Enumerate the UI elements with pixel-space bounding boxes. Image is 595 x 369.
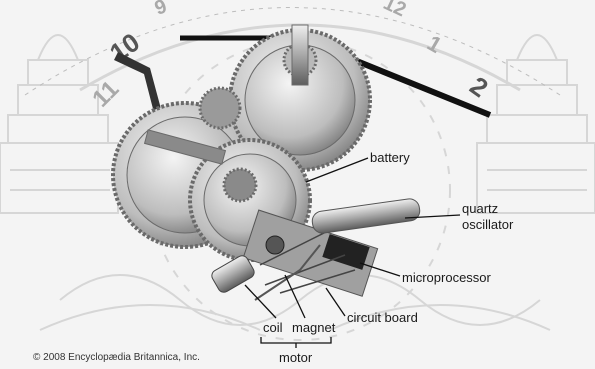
motor-magnet xyxy=(266,236,284,254)
watermark-tower-right xyxy=(477,35,595,213)
label-motor: motor xyxy=(279,350,312,365)
copyright-notice: © 2008 Encyclopædia Britannica, Inc. xyxy=(33,352,200,363)
label-circuit-board: circuit board xyxy=(347,310,418,325)
motor-bracket xyxy=(261,337,331,348)
label-microprocessor: microprocessor xyxy=(402,270,491,285)
quartz-oscillator xyxy=(311,198,421,235)
label-coil: coil xyxy=(263,320,283,335)
label-quartz: quartz xyxy=(462,201,498,216)
small-pinion-1 xyxy=(200,88,240,128)
label-magnet: magnet xyxy=(292,320,335,335)
dial-numeral-9: 9 xyxy=(152,0,170,20)
small-pinion-2 xyxy=(224,169,256,201)
label-battery: battery xyxy=(370,150,410,165)
watermark-tower-left xyxy=(0,35,118,213)
dial-numeral-2: 2 xyxy=(465,70,494,103)
label-oscillator: oscillator xyxy=(462,217,513,232)
